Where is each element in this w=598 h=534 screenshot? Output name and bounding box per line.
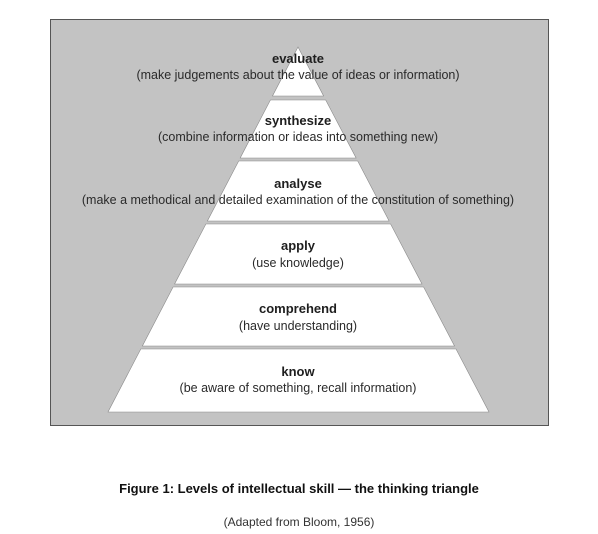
pyramid-band-analyse <box>206 160 390 222</box>
level-name-apply: apply <box>281 238 316 253</box>
pyramid-band-know <box>107 348 490 413</box>
level-name-analyse: analyse <box>274 176 322 191</box>
level-name-comprehend: comprehend <box>259 301 337 316</box>
level-description-comprehend: (have understanding) <box>239 319 357 333</box>
level-description-apply: (use knowledge) <box>252 256 344 270</box>
level-name-synthesize: synthesize <box>265 113 331 128</box>
pyramid-band-comprehend <box>141 286 455 347</box>
level-name-know: know <box>281 364 315 379</box>
level-name-evaluate: evaluate <box>272 51 324 66</box>
figure-caption: Figure 1: Levels of intellectual skill —… <box>119 481 479 496</box>
level-description-synthesize: (combine information or ideas into somet… <box>158 130 438 144</box>
level-description-know: (be aware of something, recall informati… <box>180 381 417 395</box>
pyramid-band-evaluate <box>272 46 325 97</box>
level-description-evaluate: (make judgements about the value of idea… <box>136 68 459 82</box>
level-description-analyse: (make a methodical and detailed examinat… <box>82 193 514 207</box>
pyramid-band-apply <box>174 223 423 285</box>
figure-source: (Adapted from Bloom, 1956) <box>223 515 375 529</box>
pyramid-band-synthesize <box>239 99 357 159</box>
